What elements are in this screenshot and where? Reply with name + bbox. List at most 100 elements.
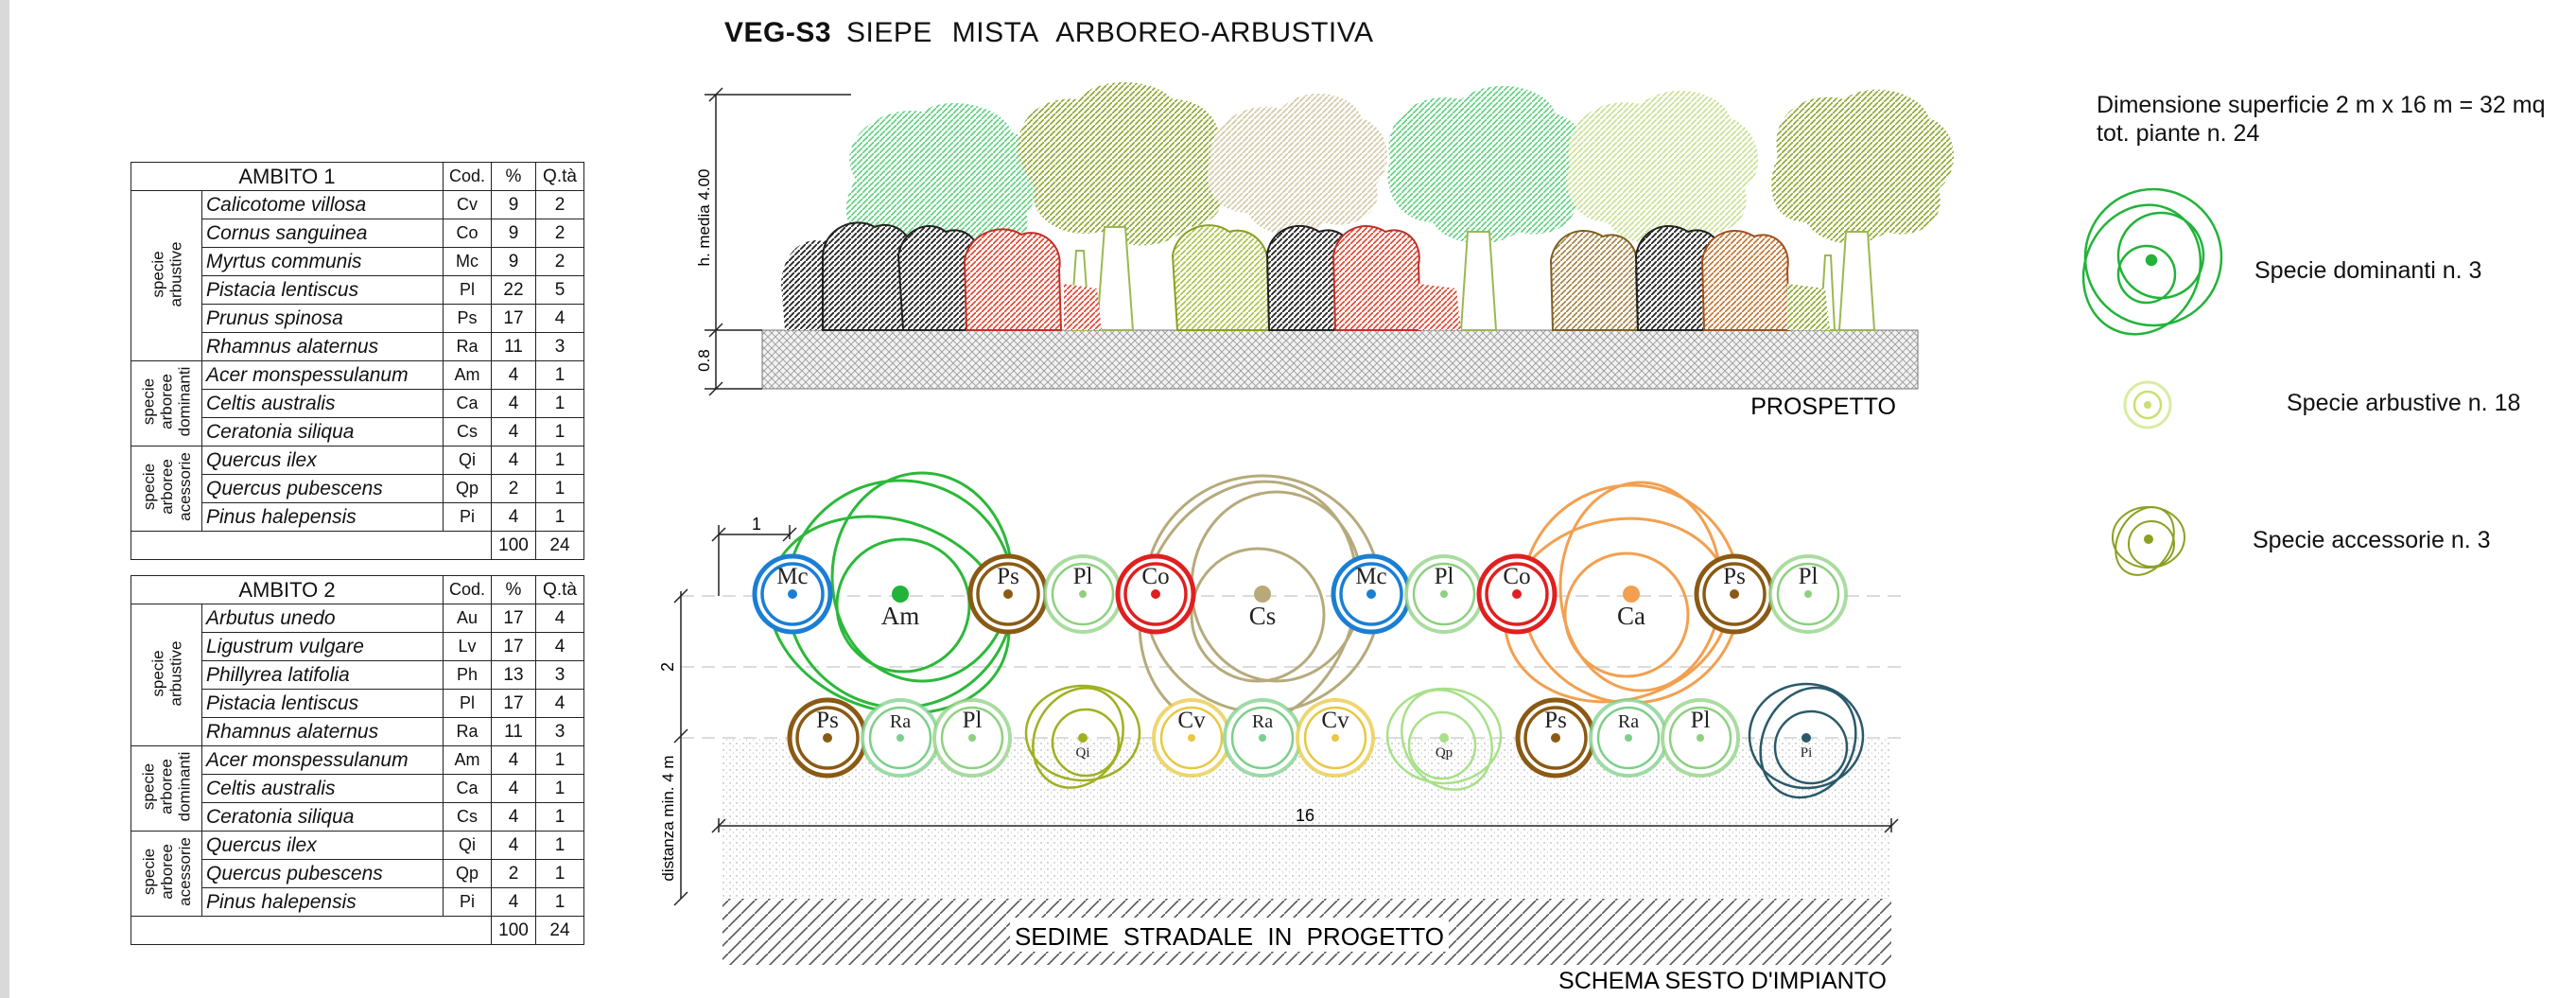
plant-ps: Ps	[1694, 553, 1775, 635]
table-cell-pc: 4	[491, 360, 536, 390]
table-cell-pc: 4	[491, 774, 536, 803]
table-cell-qt: 1	[535, 474, 584, 503]
elevation-height-dimension	[705, 87, 851, 396]
plant-code-label: Pl	[1435, 564, 1454, 589]
table-cell-qt: 1	[535, 502, 584, 532]
table-cell-cod: Qp	[443, 859, 492, 888]
table-cell-pc: 4	[491, 417, 536, 446]
plant-cs: Cs	[1249, 586, 1277, 630]
table-cell-qt: 1	[535, 446, 584, 475]
plant-code-label: Mc	[1355, 564, 1386, 589]
table-column-header: Cod.	[443, 162, 492, 191]
table-cell-qt: 1	[535, 802, 584, 832]
plant-ra: Ra	[861, 698, 940, 778]
plant-code-label: Am	[881, 602, 920, 630]
table-cell-pc: 17	[491, 632, 536, 661]
plant-code-label: Qi	[1076, 745, 1090, 761]
table-cell-cod: Ca	[443, 389, 492, 418]
plant-code-label: Ps	[997, 564, 1019, 589]
total-plants-text: tot. piante n. 24	[2097, 120, 2260, 147]
canopy-pi	[1748, 682, 1865, 799]
canopy-qi	[1024, 684, 1141, 789]
table-cell-cod: Pl	[443, 275, 492, 305]
plant-pi: Pi	[1801, 733, 1812, 761]
table-cell-pc: 17	[491, 604, 536, 633]
table-cell-cod: Am	[443, 360, 492, 390]
legend-label-shrub: Specie arbustive n. 18	[2287, 390, 2521, 416]
table-cell-qt: 1	[535, 774, 584, 803]
table-cell-name: Arbutus unedo	[201, 604, 444, 633]
plant-ps: Ps	[1515, 697, 1596, 779]
road-label-bg	[1010, 918, 1449, 952]
table-cell-name: Cornus sanguinea	[201, 219, 444, 248]
table-cell-cod: Cs	[443, 417, 492, 446]
table-cell-pc: 11	[491, 717, 536, 746]
plant-am: Am	[881, 586, 920, 630]
table-cell-name: Ceratonia siliqua	[201, 417, 444, 446]
table-cell-pc: 4	[491, 887, 536, 917]
table-cell-cod: Ra	[443, 717, 492, 746]
plan-title: SCHEMA SESTO D'IMPIANTO	[1558, 968, 1887, 994]
table-cell-name: Myrtus communis	[201, 247, 444, 276]
table-cell-pc: 17	[491, 304, 536, 333]
species-group-label: specie arboree acessorie	[131, 446, 202, 532]
legend-label-dominant: Specie dominanti n. 3	[2254, 257, 2482, 284]
plant-code-label: Pl	[1073, 564, 1093, 589]
accessory-species-icon	[2112, 506, 2185, 576]
table-cell-qt: 1	[535, 745, 584, 775]
table-cell-pc: 9	[491, 247, 536, 276]
plant-code-label: Pl	[1691, 708, 1711, 733]
plant-code-label: Cs	[1249, 602, 1277, 630]
table-column-header: Cod.	[443, 575, 492, 604]
table-cell-cod: Mc	[443, 247, 492, 276]
table-cell-name: Celtis australis	[201, 774, 444, 803]
plant-co: Co	[1476, 553, 1558, 635]
table-cell-name: Pistacia lentiscus	[201, 689, 444, 718]
table-cell-name: Pinus halepensis	[201, 887, 444, 917]
plant-code-label: Co	[1141, 564, 1169, 589]
table-cell-cod: Au	[443, 604, 492, 633]
plant-code-label: Ra	[1618, 711, 1639, 732]
plant-qp: Qp	[1436, 733, 1453, 761]
surface-dimension-text: Dimensione superficie 2 m x 16 m = 32 mq	[2097, 92, 2546, 118]
plant-cv: Cv	[1296, 698, 1375, 778]
species-group-label: specie arbustive	[131, 604, 202, 746]
plant-pl: Pl	[1404, 554, 1484, 634]
plant-code-label: Mc	[776, 564, 808, 589]
plant-code-label: Pl	[963, 708, 983, 733]
table-cell-cod: Am	[443, 745, 492, 775]
plant-mc: Mc	[752, 553, 833, 635]
table-cell-qt: 2	[535, 219, 584, 248]
table-cell-cod: Qi	[443, 831, 492, 860]
table-total-spacer	[131, 916, 492, 945]
table-cell-pc: 9	[491, 190, 536, 219]
elevation-base-label: 0.8	[695, 349, 713, 372]
road-label: SEDIME STRADALE IN PROGETTO	[1015, 922, 1444, 951]
shrub-species-icon	[2123, 380, 2172, 429]
table-cell-qt: 3	[535, 332, 584, 361]
table-total-cell: 100	[491, 916, 536, 945]
table-cell-name: Phillyrea latifolia	[201, 660, 444, 690]
table-cell-pc: 2	[491, 474, 536, 503]
